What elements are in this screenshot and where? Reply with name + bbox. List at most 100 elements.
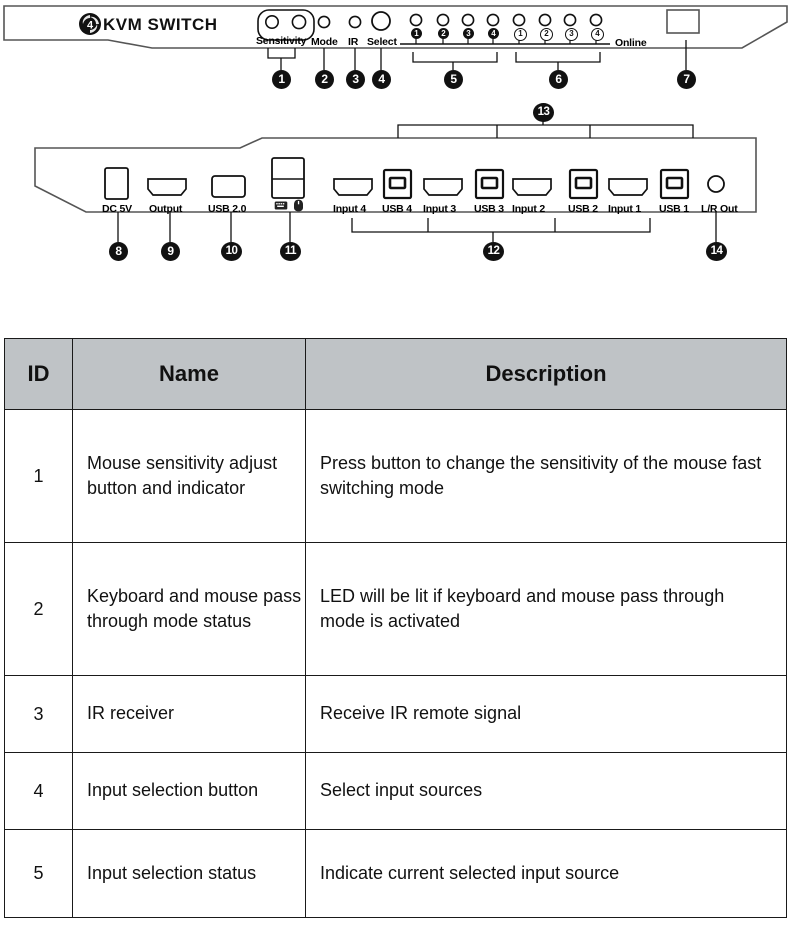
dc-5v-jack <box>104 167 129 200</box>
online-led-number-4: 4 <box>591 28 604 41</box>
online-led-2 <box>538 13 552 27</box>
hdmi-output-connector <box>147 178 187 196</box>
rear-callout-leaders <box>117 212 717 242</box>
usb-b-2-connector <box>568 168 599 200</box>
svg-text:4: 4 <box>87 20 94 32</box>
table-header: ID Name Description <box>4 338 787 410</box>
ir-label: IR <box>348 36 359 48</box>
row-name: Mouse sensitivity adjust button and indi… <box>72 409 306 543</box>
table-row: 1 Mouse sensitivity adjust button and in… <box>4 409 787 543</box>
row-id: 4 <box>4 752 73 830</box>
dc-5v-label: DC 5V <box>102 203 132 215</box>
hdmi-input-4-connector <box>333 178 373 196</box>
callout-badge-11: 11 <box>280 242 301 261</box>
table-row: 4 Input selection button Select input so… <box>4 752 787 830</box>
lr-out-label: L/R Out <box>701 203 738 215</box>
output-label: Output <box>149 203 183 215</box>
mode-label: Mode <box>311 36 338 48</box>
table-header-row: ID Name Description <box>4 338 787 410</box>
online-led-number-1: 1 <box>514 28 527 41</box>
usb-1-label: USB 1 <box>659 203 689 215</box>
input-3-label: Input 3 <box>423 203 457 215</box>
row-name: Input selection button <box>72 752 306 830</box>
callout-badge-4: 4 <box>372 70 391 89</box>
header-id: ID <box>4 338 73 410</box>
input-1-label: Input 1 <box>608 203 642 215</box>
input-led-3 <box>461 13 475 27</box>
header-description: Description <box>305 338 787 410</box>
row-description: Press button to change the sensitivity o… <box>305 409 787 543</box>
header-name: Name <box>72 338 306 410</box>
usb-3-label: USB 3 <box>474 203 504 215</box>
callout-badge-14: 14 <box>706 242 727 261</box>
callout-badge-13: 13 <box>533 103 554 122</box>
row-description: Receive IR remote signal <box>305 675 787 753</box>
panel-illustration <box>3 5 788 242</box>
usb-a-connector <box>211 175 246 198</box>
sensitivity-led-1 <box>264 15 279 29</box>
input-led-number-3: 3 <box>463 28 474 39</box>
brand-title: KVM SWITCH <box>103 15 218 34</box>
callout-badge-1: 1 <box>272 70 291 89</box>
callout-badge-12: 12 <box>483 242 504 261</box>
online-led-3 <box>563 13 577 27</box>
row-id: 1 <box>4 409 73 543</box>
usb-b-4-connector <box>382 168 413 200</box>
callout-badge-8: 8 <box>109 242 128 261</box>
callout-badge-9: 9 <box>161 242 180 261</box>
row-id: 5 <box>4 829 73 918</box>
callout-badge-7: 7 <box>677 70 696 89</box>
sensitivity-led-2 <box>291 14 307 30</box>
callout-badge-2: 2 <box>315 70 334 89</box>
row-description: LED will be lit if keyboard and mouse pa… <box>305 542 787 676</box>
mouse-icon <box>294 199 303 212</box>
usb-b-1-connector <box>659 168 690 200</box>
mode-led <box>317 15 331 29</box>
row-id: 2 <box>4 542 73 676</box>
display-window <box>666 9 700 34</box>
spec-table: ID Name Description 1 Mouse sensitivity … <box>4 338 787 918</box>
front-callout-leaders <box>267 40 687 70</box>
online-led-4 <box>589 13 603 27</box>
sensitivity-label: Sensitivity <box>256 35 307 47</box>
input-led-2 <box>436 13 450 27</box>
input-led-1 <box>409 13 423 27</box>
usb-2-0-label: USB 2.0 <box>208 203 247 215</box>
sensitivity-group-outline <box>257 9 315 41</box>
select-button[interactable] <box>371 11 391 31</box>
usb-4-label: USB 4 <box>382 203 412 215</box>
lr-out-jack <box>707 175 725 193</box>
keyboard-mouse-connector <box>271 157 305 199</box>
usb-2-label: USB 2 <box>568 203 598 215</box>
callout-badge-3: 3 <box>346 70 365 89</box>
hdmi-input-1-connector <box>608 178 648 196</box>
ir-receiver <box>348 15 362 29</box>
input-4-label: Input 4 <box>333 203 367 215</box>
table-body: 1 Mouse sensitivity adjust button and in… <box>4 409 787 918</box>
usb-b-3-connector <box>474 168 505 200</box>
input-2-label: Input 2 <box>512 203 546 215</box>
row-name: Input selection status <box>72 829 306 918</box>
table-row: 2 Keyboard and mouse pass through mode s… <box>4 542 787 676</box>
input-led-4 <box>486 13 500 27</box>
row-name: Keyboard and mouse pass through mode sta… <box>72 542 306 676</box>
row-name: IR receiver <box>72 675 306 753</box>
online-led-number-3: 3 <box>565 28 578 41</box>
input-led-number-1: 1 <box>411 28 422 39</box>
hdmi-input-2-connector <box>512 178 552 196</box>
row-description: Indicate current selected input source <box>305 829 787 918</box>
device-diagram: KVM SWITCH 4 Sensitivity Mode IR Select … <box>0 0 791 330</box>
input-led-number-2: 2 <box>438 28 449 39</box>
callout-badge-5: 5 <box>444 70 463 89</box>
hdmi-input-3-connector <box>423 178 463 196</box>
callout-badge-6: 6 <box>549 70 568 89</box>
online-led-number-2: 2 <box>540 28 553 41</box>
table-row: 5 Input selection status Indicate curren… <box>4 829 787 918</box>
online-led-1 <box>512 13 526 27</box>
row-id: 3 <box>4 675 73 753</box>
swirl-4-logo-icon: 4 <box>79 13 101 35</box>
keyboard-icon <box>274 201 288 210</box>
online-label: Online <box>615 37 647 49</box>
callout-badge-10: 10 <box>221 242 242 261</box>
row-description: Select input sources <box>305 752 787 830</box>
